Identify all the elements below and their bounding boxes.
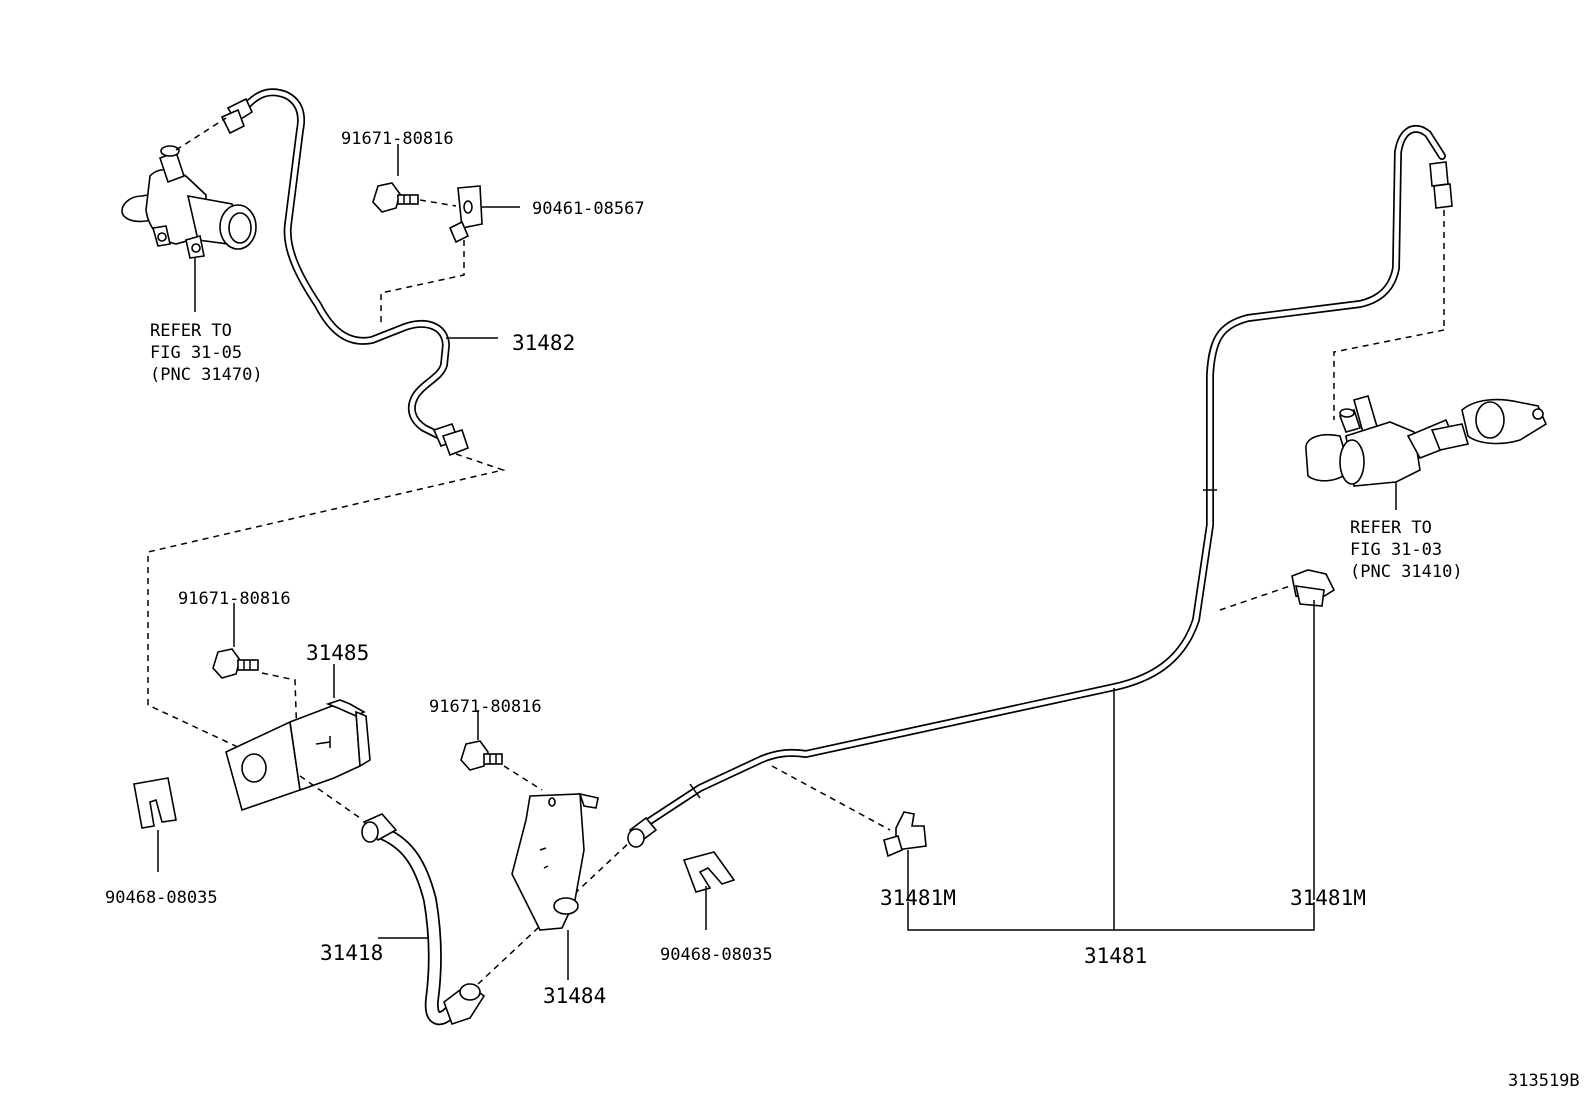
master-cylinder-right (1219, 395, 1548, 611)
tube-31481 (627, 124, 1453, 848)
label-31481m-right: 31481M (1290, 886, 1366, 910)
label-31418: 31418 (320, 941, 383, 965)
diagram-id: 313519B (1508, 1071, 1580, 1091)
refer-right-line2: FIG 31-03 (1350, 540, 1442, 560)
label-clip-mid: 90468-08035 (660, 945, 773, 965)
label-31482: 31482 (512, 331, 575, 355)
clamp-31481m-center (771, 765, 927, 900)
bracket-31484 (511, 792, 599, 980)
refer-right-line3: (PNC 31410) (1350, 562, 1463, 582)
refer-right-line1: REFER TO (1350, 518, 1432, 538)
label-bolt-mid: 91671-80816 (429, 697, 542, 717)
release-cylinder-left (121, 117, 257, 312)
leader-31481 (907, 688, 1315, 931)
refer-left-line2: FIG 31-05 (150, 343, 242, 363)
clip-left (133, 777, 177, 872)
label-31485: 31485 (306, 641, 369, 665)
hose-31418 (361, 813, 633, 1026)
bracket-31485 (225, 664, 371, 819)
clip-mid (682, 851, 736, 930)
label-31481m-left: 31481M (880, 886, 956, 910)
bolt-mid (460, 710, 543, 791)
bolt-top (372, 144, 419, 213)
label-clip-left: 90468-08035 (105, 888, 218, 908)
label-31484: 31484 (543, 984, 606, 1008)
label-clip-top: 90461-08567 (532, 199, 645, 219)
refer-left-line3: (PNC 31470) (150, 365, 263, 385)
tube-31482 (220, 88, 469, 457)
clip-top (380, 185, 520, 327)
clamp-31481m-right (1291, 569, 1336, 900)
label-31481: 31481 (1084, 944, 1147, 968)
bolt-left (212, 603, 298, 741)
label-bolt-left: 91671-80816 (178, 589, 291, 609)
dashed-routing-left (147, 453, 506, 749)
refer-left-line1: REFER TO (150, 321, 232, 341)
label-bolt-top: 91671-80816 (341, 129, 454, 149)
